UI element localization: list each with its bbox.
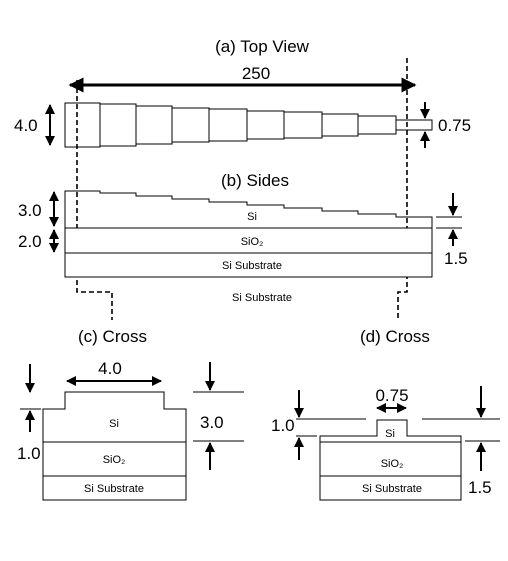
oxide-layer-d (319, 441, 462, 477)
si-step-profile (64, 190, 433, 228)
length-label: 250 (242, 64, 270, 83)
panel-a-top-view: (a) Top View 250 4.0 0.75 (14, 37, 471, 148)
d-width-label: 0.75 (375, 386, 408, 405)
oxide-thickness-label: 2.0 (18, 232, 42, 251)
si-thickness-label: 3.0 (18, 201, 42, 220)
panel-c-title: (c) Cross (78, 327, 147, 346)
alignment-guides (76, 58, 408, 320)
si-rib-profile-d (319, 419, 462, 442)
d-si-label: Si (385, 428, 395, 440)
panel-a-title: (a) Top View (215, 37, 310, 56)
c-width-label: 4.0 (98, 359, 122, 378)
d-substrate-label: Si Substrate (362, 483, 422, 495)
panel-b-sides: (b) Sides Si SiO₂ Si Substrate Si Substr… (18, 171, 468, 304)
width-right-label: 0.75 (438, 116, 471, 135)
c-slab-label: 1.0 (17, 444, 41, 463)
substrate-layer-c (42, 475, 187, 501)
side-si-label: Si (247, 211, 257, 223)
panel-c-cross: (c) Cross Si SiO₂ Si Substrate 4.0 1.0 3… (17, 327, 244, 501)
panel-d-cross: (d) Cross Si SiO₂ Si Substrate 0.75 1.0 … (271, 327, 500, 501)
tip-thickness-label: 1.5 (444, 249, 468, 268)
side-substrate-label: Si Substrate (222, 260, 282, 272)
c-substrate-label: Si Substrate (84, 483, 144, 495)
substrate-layer-d (319, 475, 462, 501)
c-oxide-label: SiO₂ (103, 454, 126, 466)
si-rib-profile-c (42, 391, 187, 442)
d-slab-label: 1.0 (271, 416, 295, 435)
side-oxide-label: SiO₂ (241, 236, 264, 248)
c-si-label: Si (109, 418, 119, 430)
c-height-label: 3.0 (200, 413, 224, 432)
panel-b-title: (b) Sides (221, 171, 289, 190)
below-substrate-label: Si Substrate (232, 292, 292, 304)
panel-d-title: (d) Cross (360, 327, 430, 346)
d-height-label: 1.5 (468, 478, 492, 497)
taper-segments (64, 102, 433, 148)
d-oxide-label: SiO₂ (381, 458, 404, 470)
substrate-layer (64, 252, 433, 278)
oxide-layer (64, 227, 433, 254)
oxide-layer-c (42, 441, 187, 477)
width-left-label: 4.0 (14, 116, 38, 135)
